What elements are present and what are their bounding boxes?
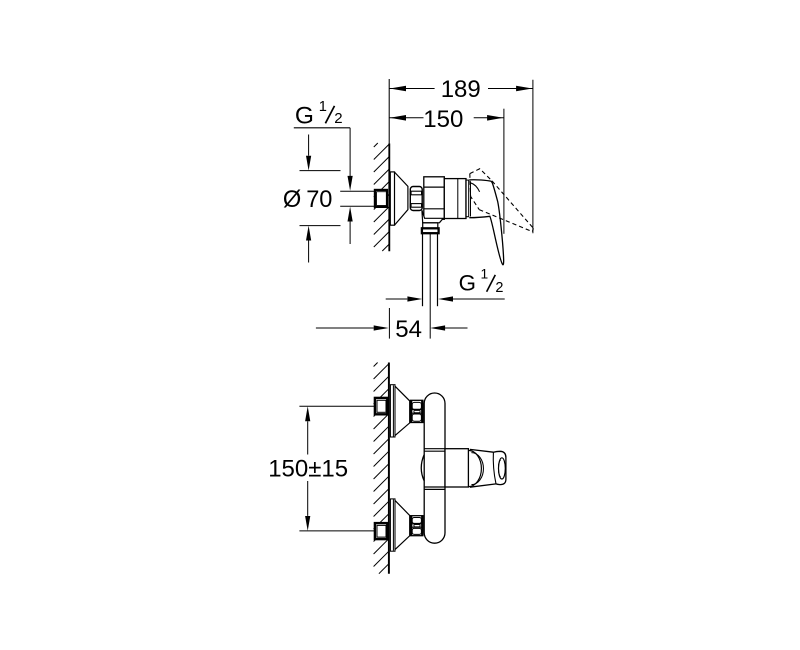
- svg-text:Ø: Ø: [283, 187, 301, 213]
- svg-text:2: 2: [495, 280, 503, 296]
- svg-text:2: 2: [334, 110, 342, 127]
- svg-text:1: 1: [319, 99, 327, 115]
- svg-text:189: 189: [441, 76, 481, 103]
- svg-text:150: 150: [423, 106, 463, 133]
- svg-text:70: 70: [306, 187, 332, 213]
- svg-text:150±15: 150±15: [268, 456, 348, 483]
- svg-text:54: 54: [395, 316, 422, 343]
- svg-text:G: G: [295, 103, 314, 130]
- svg-text:1: 1: [481, 266, 489, 281]
- svg-text:G: G: [459, 271, 476, 296]
